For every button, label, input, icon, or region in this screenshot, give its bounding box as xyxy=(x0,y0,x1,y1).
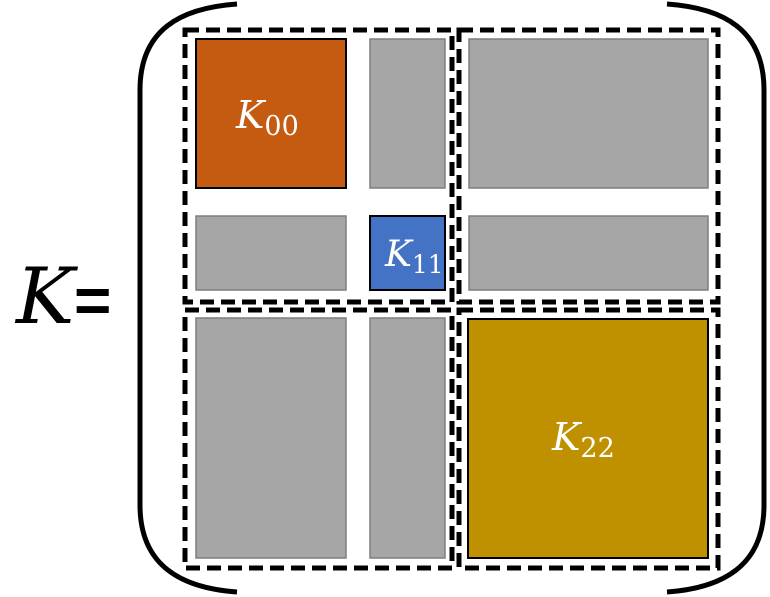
block-k12 xyxy=(468,215,709,291)
label-k11: K11 xyxy=(384,234,444,279)
partition-top-right xyxy=(456,27,721,305)
block-k01 xyxy=(369,38,446,189)
lhs-symbol: K xyxy=(14,252,79,342)
equals-sign: = xyxy=(74,264,111,336)
label-k22: K22 xyxy=(551,415,615,464)
left-parenthesis xyxy=(137,1,238,595)
block-k00 xyxy=(195,38,347,189)
block-k20 xyxy=(195,317,347,559)
partition-top-left xyxy=(182,27,455,305)
block-k02 xyxy=(468,38,709,189)
block-k11 xyxy=(369,215,446,291)
partition-bottom-right xyxy=(456,307,721,571)
block-k21 xyxy=(369,317,446,559)
right-parenthesis xyxy=(666,1,767,595)
block-k10 xyxy=(195,215,347,291)
block-k22 xyxy=(467,318,709,559)
partition-bottom-left xyxy=(182,307,455,571)
label-k00: K00 xyxy=(235,93,299,142)
